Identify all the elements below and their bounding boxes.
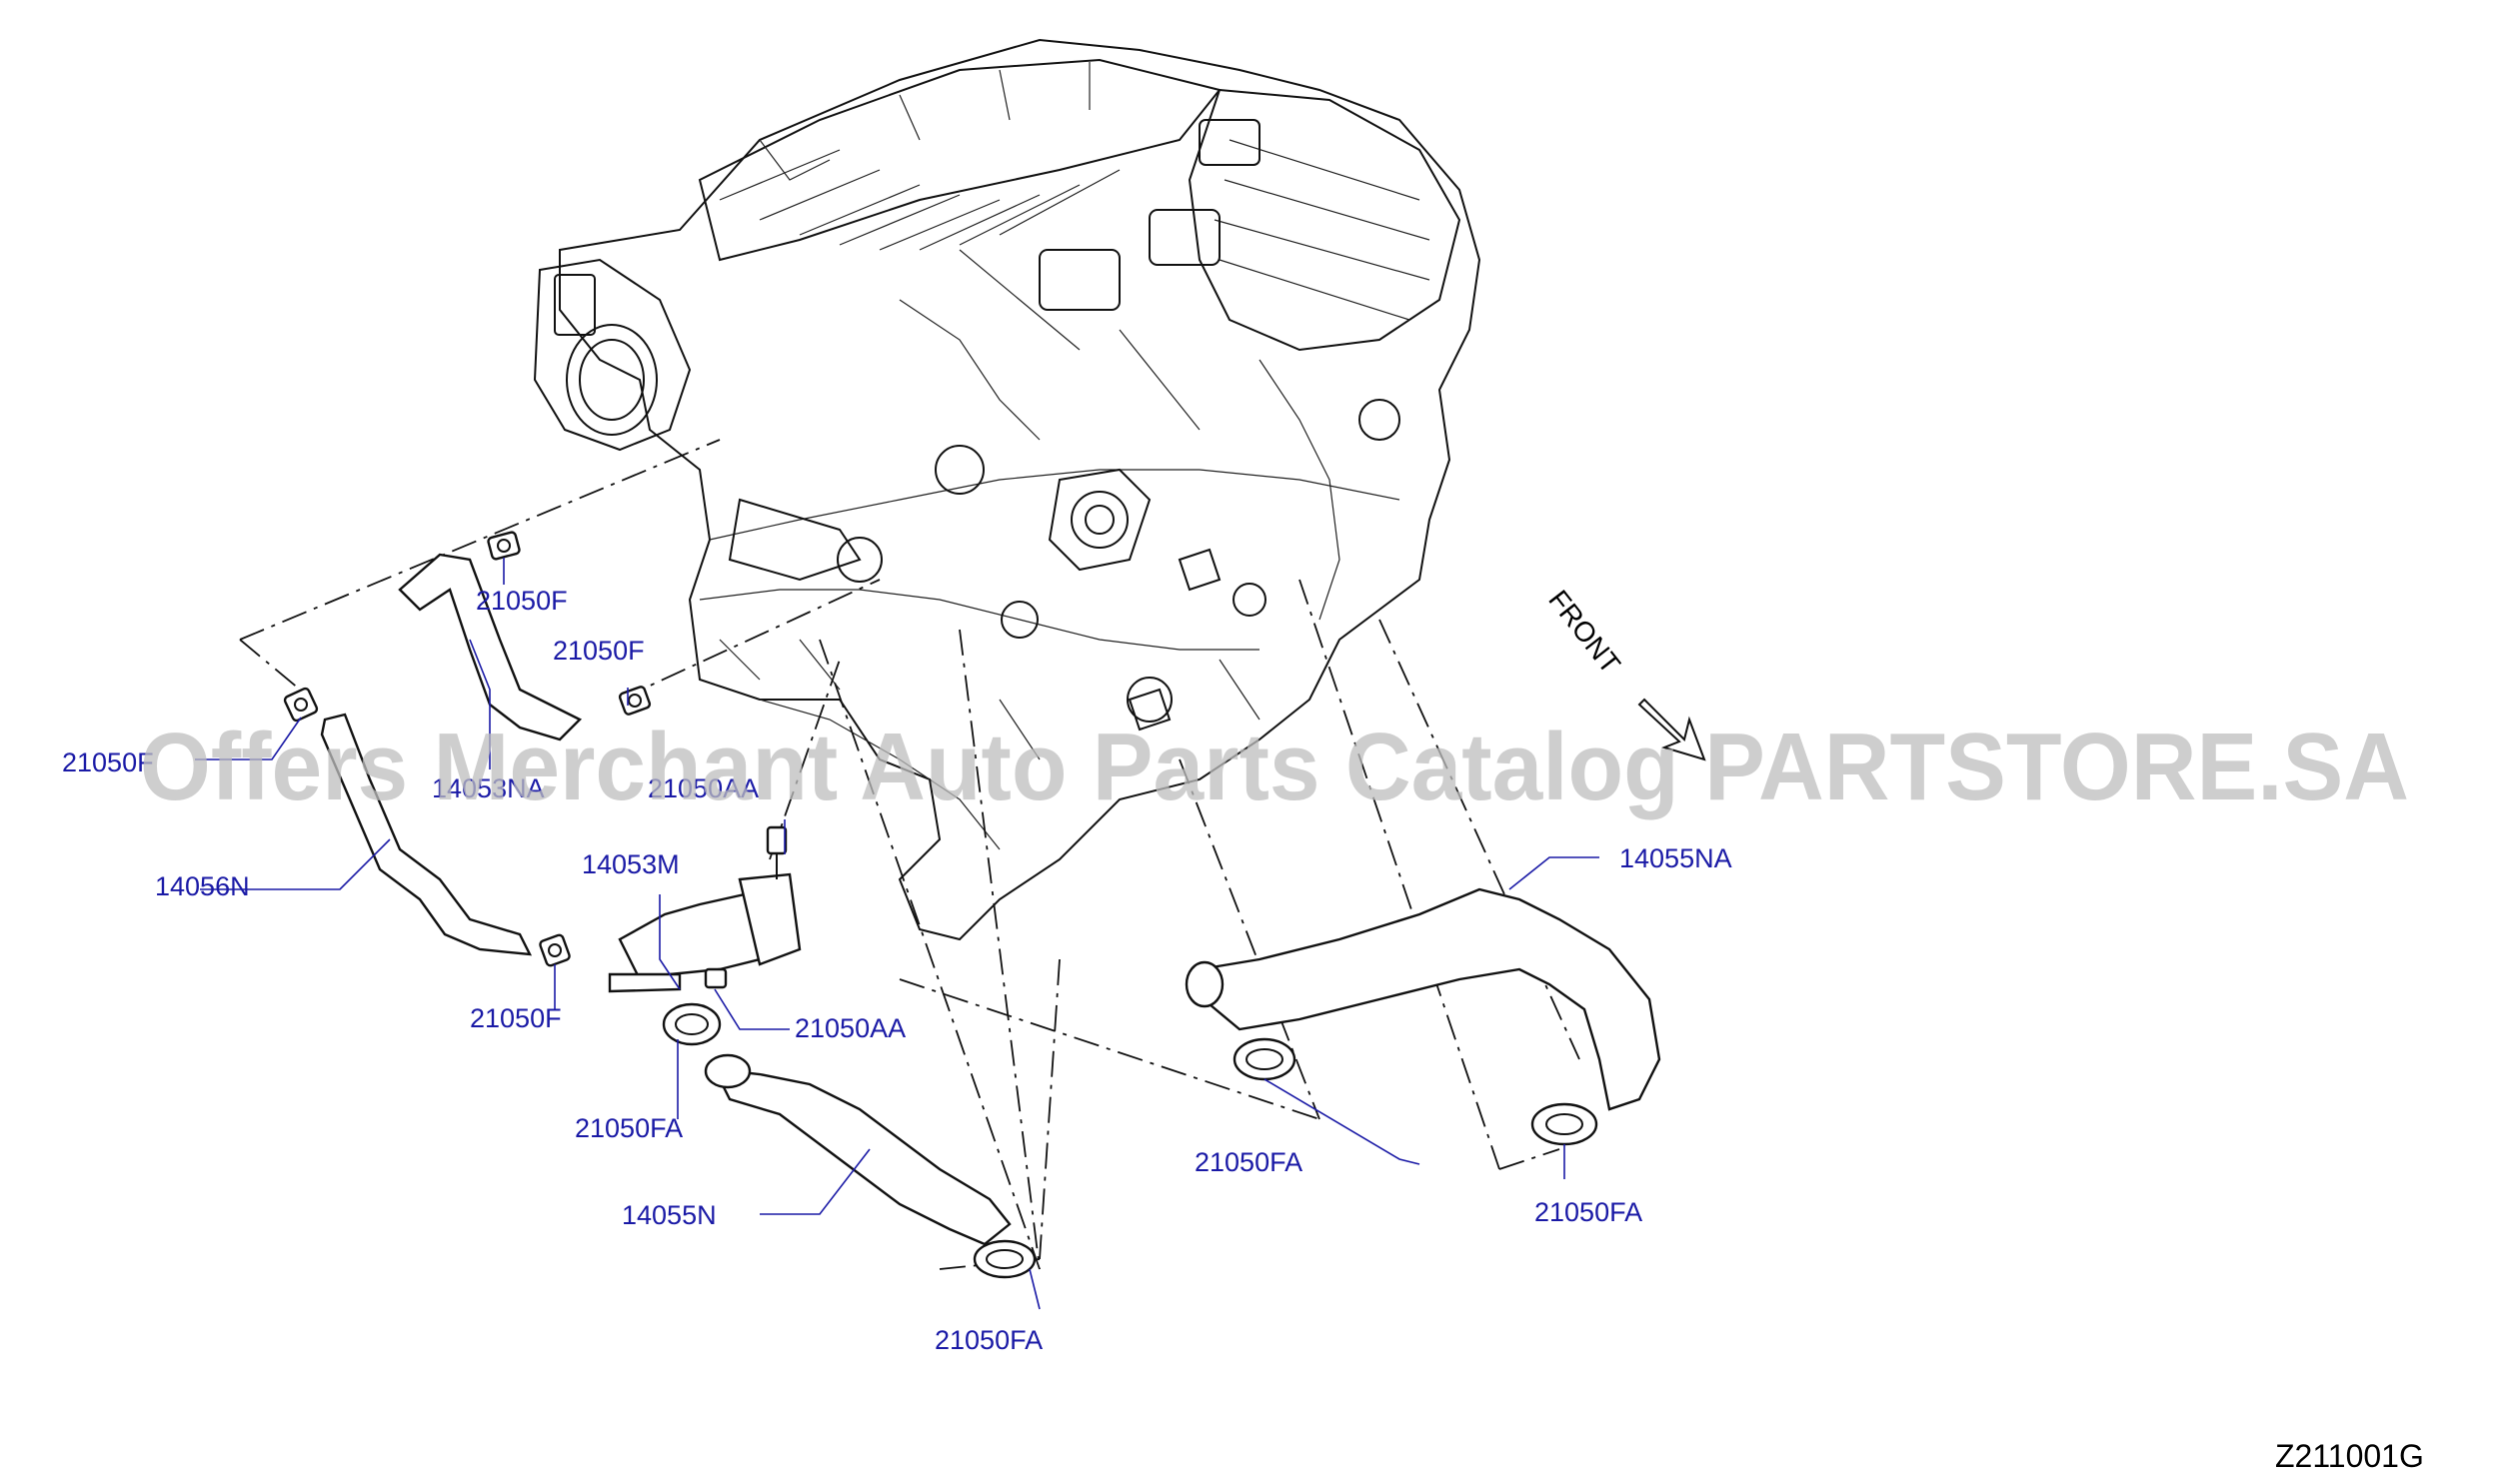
engine-assembly: [533, 38, 1481, 941]
leader-lines: [195, 558, 1599, 1310]
callout-14056n: 14056N: [155, 871, 250, 901]
callout-21050aa-upper: 21050AA: [648, 773, 759, 803]
callout-21050aa-lower: 21050AA: [795, 1013, 906, 1043]
front-label: FRONT: [1542, 585, 1626, 680]
callout-21050fa-bottom: 21050FA: [935, 1325, 1043, 1355]
front-arrow-icon: [1637, 698, 1706, 761]
clamp-21050f-upper: [487, 531, 521, 561]
clamp-21050fa-bottom: [973, 1239, 1037, 1279]
bolt-21050aa-upper: [766, 825, 788, 879]
callout-labels: 21050F 21050F 21050F 21050F 14053NA 2105…: [62, 586, 1732, 1355]
diagram-code: Z211001G: [2275, 1438, 2424, 1474]
bolt-21050aa-lower: [704, 967, 728, 989]
callout-21050f-mid: 21050F: [553, 636, 645, 666]
callout-21050f-lower: 21050F: [470, 1003, 562, 1033]
callout-21050fa-right: 21050FA: [1534, 1197, 1642, 1227]
callout-14055n: 14055N: [622, 1200, 717, 1230]
hose-14053na: [398, 553, 583, 742]
hose-14055n: [712, 1067, 1012, 1246]
callout-21050f-left: 21050F: [62, 747, 154, 777]
parts: [283, 531, 1661, 1279]
clamp-21050fa-pipe: [662, 1002, 722, 1046]
callout-14053na: 14053NA: [432, 773, 545, 803]
hose-14056n: [320, 713, 533, 956]
clamp-21050f-lower: [539, 933, 571, 967]
clamp-21050f-left: [283, 687, 319, 723]
callout-21050fa-center: 21050FA: [1195, 1147, 1302, 1177]
callout-14053m: 14053M: [582, 849, 680, 879]
callout-21050f-upper: 21050F: [476, 586, 568, 616]
hose-14055na: [1198, 887, 1661, 1111]
callout-14055na: 14055NA: [1619, 843, 1732, 873]
clamp-21050fa-center: [1233, 1037, 1296, 1081]
callout-21050fa-pipe: 21050FA: [575, 1113, 683, 1143]
watermark-text: Offers Merchant Auto Parts Catalog PARTS…: [140, 714, 2409, 820]
clamp-21050f-mid: [618, 686, 652, 716]
clamp-21050fa-right: [1530, 1102, 1598, 1146]
